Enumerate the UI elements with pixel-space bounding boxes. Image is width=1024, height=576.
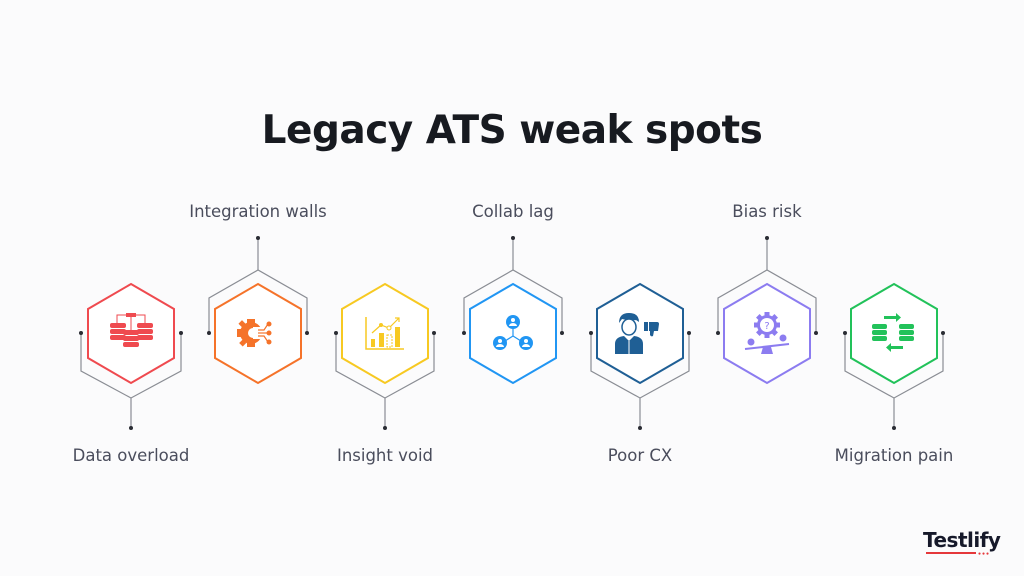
- database-transfer-icon: [872, 313, 914, 352]
- brand-logo-dots: ●●●: [978, 551, 991, 557]
- hexagon-insight-void: [341, 282, 429, 385]
- brand-logo: Testlify: [923, 528, 1001, 552]
- gear-question-balance-icon: ?: [744, 312, 790, 354]
- label-insight-void: Insight void: [336, 446, 434, 465]
- team-network-icon: [493, 315, 533, 350]
- svg-text:?: ?: [764, 321, 769, 332]
- brand-logo-underline: [926, 552, 976, 554]
- hexagon-migration-pain: [850, 282, 938, 385]
- hexagon-poor-cx: [596, 282, 684, 385]
- label-migration-pain: Migration pain: [834, 446, 954, 465]
- label-bias-risk: Bias risk: [732, 202, 802, 221]
- bar-chart-growth-icon: [365, 317, 404, 350]
- database-cluster-icon: [110, 313, 153, 347]
- unhappy-candidate-thumbs-down-icon: [615, 313, 659, 354]
- page-title: Legacy ATS weak spots: [261, 108, 763, 153]
- gear-circuit-icon: [237, 319, 272, 347]
- label-integration-walls: Integration walls: [189, 202, 327, 221]
- label-poor-cx: Poor CX: [607, 446, 673, 465]
- connectors: [80, 238, 944, 428]
- connector-dots: [79, 236, 945, 430]
- label-collab-lag: Collab lag: [472, 202, 554, 221]
- label-data-overload: Data overload: [72, 446, 190, 465]
